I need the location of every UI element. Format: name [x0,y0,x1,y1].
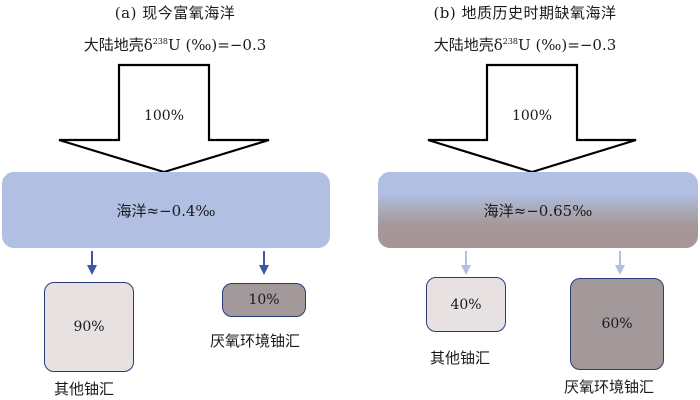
anoxic-sink-label: 厌氧环境铀汇 [564,378,655,396]
other-sink-label: 其他铀汇 [54,380,115,398]
flux-arrow-anoxic-sink [259,251,269,275]
crust-label-prefix: 大陆地壳δ [83,36,153,54]
crust-label-isotope-mass: 238 [502,37,519,46]
anoxic-sink-percent: 10% [248,292,280,308]
ocean-isotope-label: 海洋≈−0.4‰ [116,201,216,220]
continental-crust-label: 大陆地壳δ238U (‰)=−0.3 [350,34,700,55]
panel-title: (a) 现今富氧海洋 [114,4,236,22]
ocean-reservoir: 海洋≈−0.4‰ [2,172,330,248]
other-sink-box: 40% [426,277,506,332]
crust-label-isotope-mass: 238 [152,37,169,46]
other-sink-box: 90% [44,282,134,372]
other-sink-percent: 40% [450,296,482,313]
crust-label-value: U (‰)=−0.3 [518,36,617,54]
anoxic-sink-percent: 60% [601,316,633,332]
flux-arrow-other-sink [87,251,97,275]
panel-anoxic-ocean: (b) 地质历史时期缺氧海洋 大陆地壳δ238U (‰)=−0.3 100% 海… [350,0,700,400]
anoxic-sink-label: 厌氧环境铀汇 [210,332,301,350]
crust-label-prefix: 大陆地壳δ [433,36,503,54]
input-flux-arrow [427,63,637,174]
panel-modern-oxic-ocean: (a) 现今富氧海洋 大陆地壳δ238U (‰)=−0.3 100% 海洋≈−0… [0,4,350,398]
input-flux-percent: 100% [511,108,553,124]
panel-title: (b) 地质历史时期缺氧海洋 [433,4,617,22]
flux-arrow-other-sink [461,251,471,275]
input-flux-arrow [58,63,270,174]
other-sink-label: 其他铀汇 [430,349,491,367]
anoxic-sink-box: 60% [570,278,664,370]
input-flux-percent: 100% [143,108,185,124]
other-sink-percent: 90% [73,319,105,335]
ocean-isotope-label: 海洋≈−0.65‰ [483,201,593,220]
crust-label-value: U (‰)=−0.3 [168,36,267,54]
ocean-reservoir: 海洋≈−0.65‰ [378,172,698,248]
continental-crust-label: 大陆地壳δ238U (‰)=−0.3 [0,34,350,55]
anoxic-sink-box: 10% [222,283,306,317]
flux-arrow-anoxic-sink [615,251,625,275]
